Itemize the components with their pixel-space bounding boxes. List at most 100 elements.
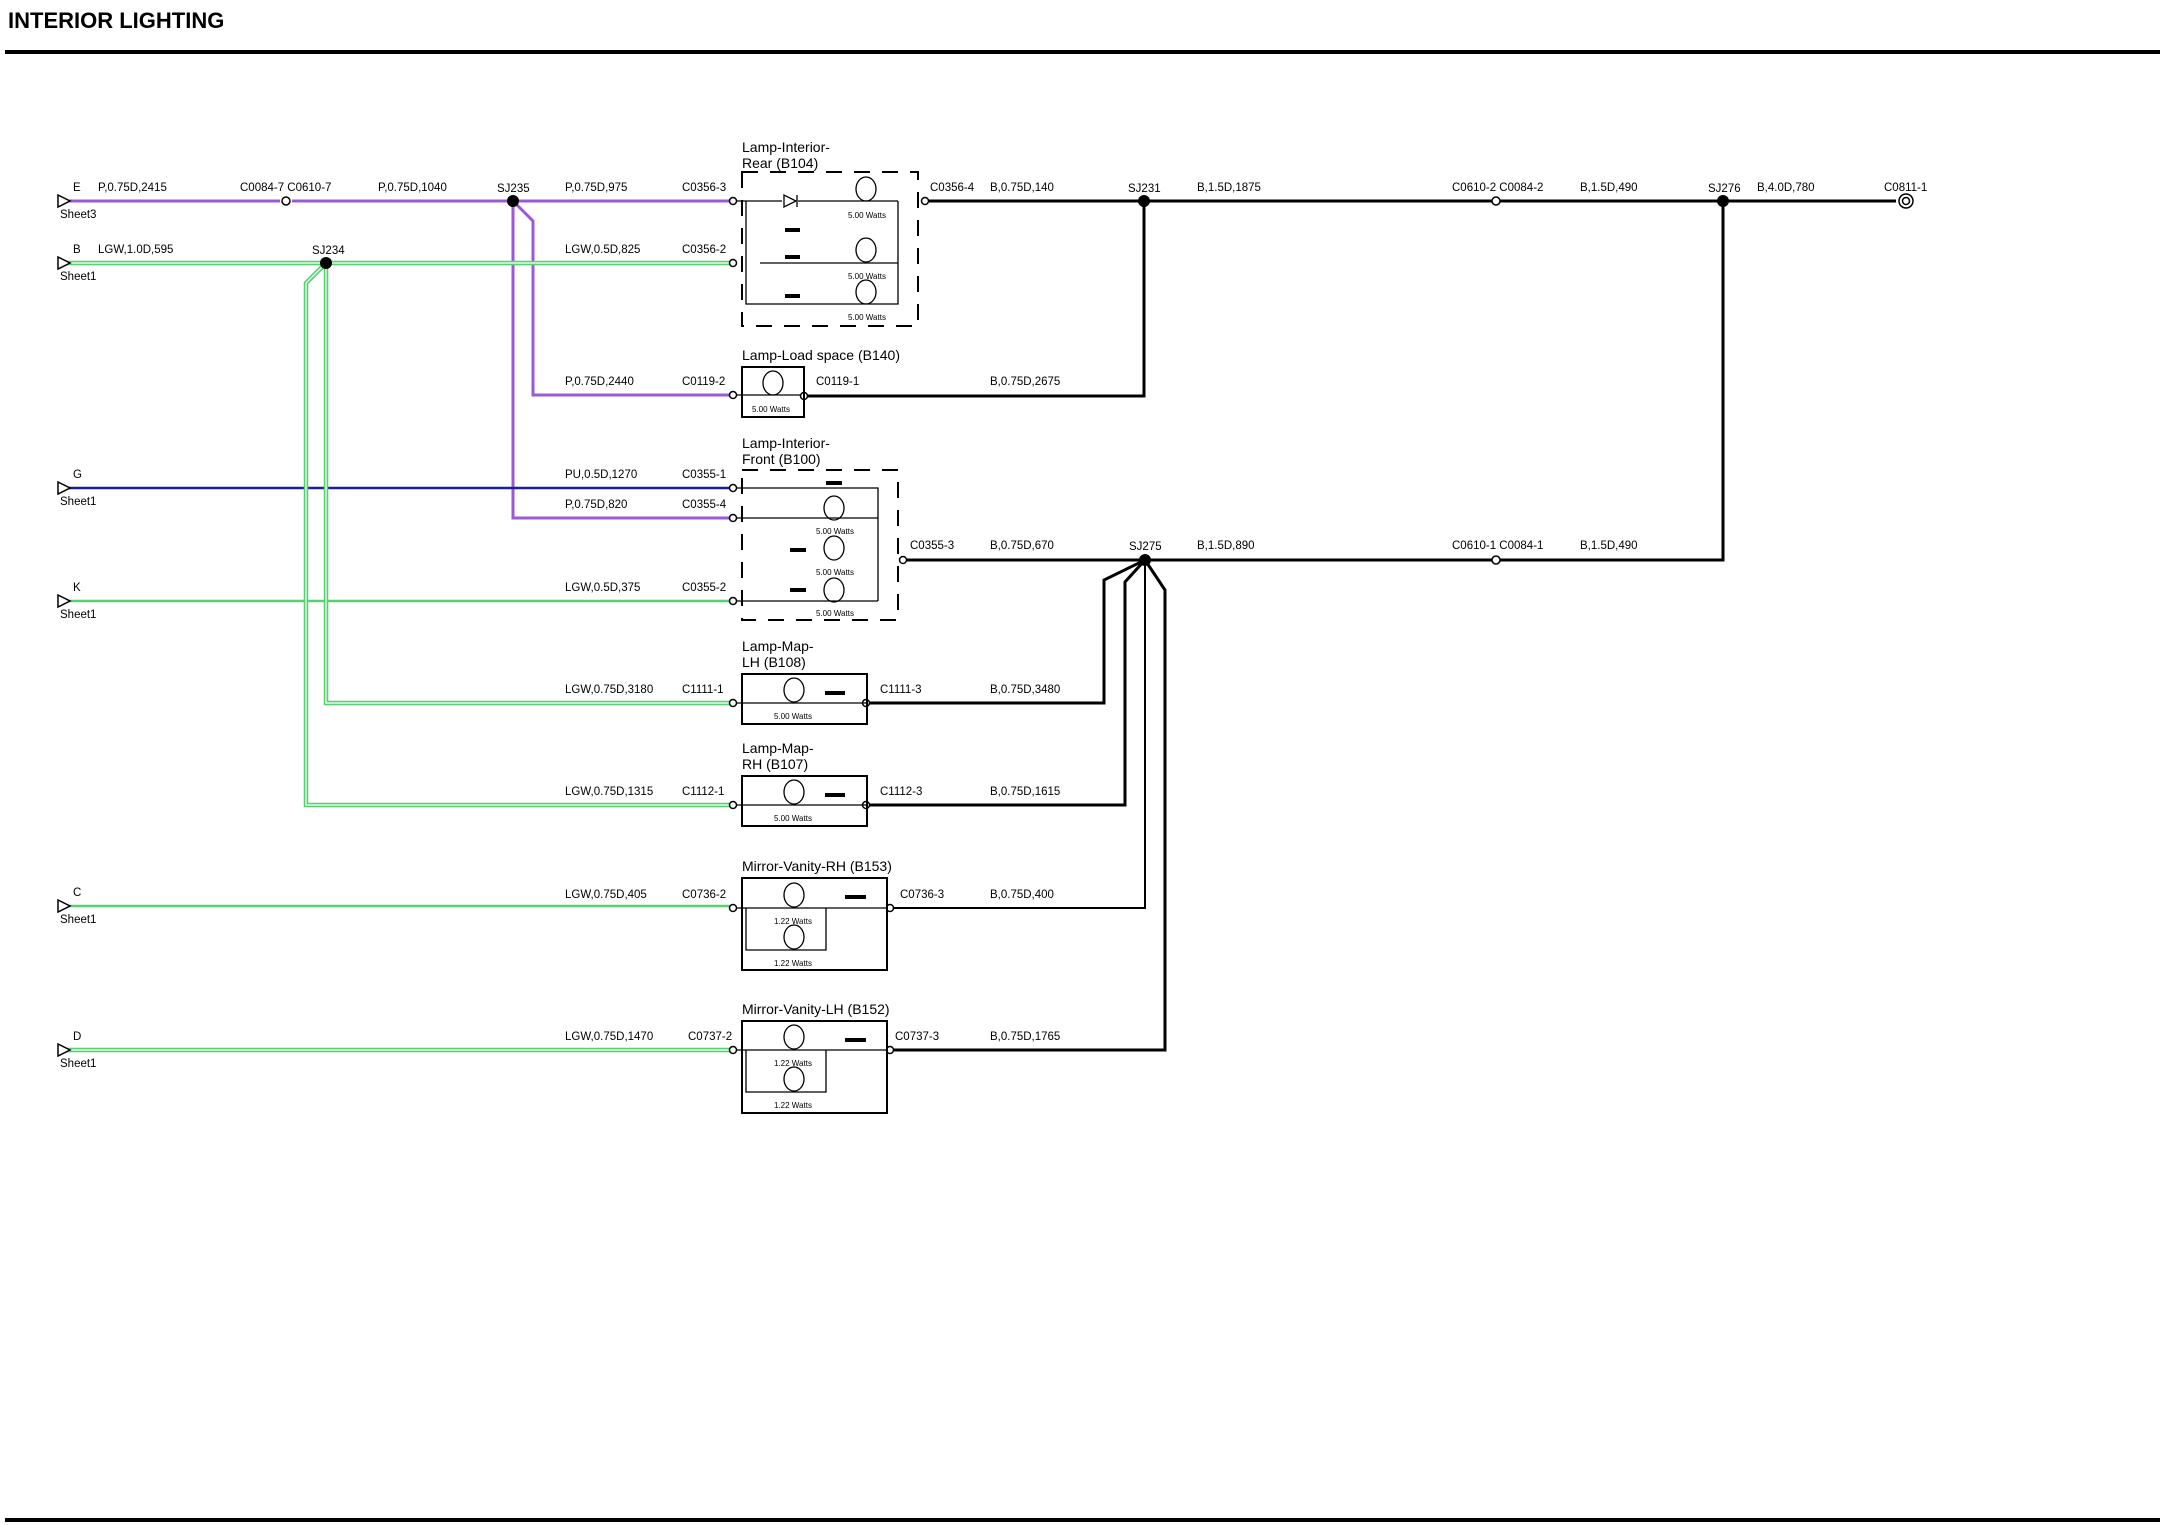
watt-label: 1.22 Watts — [774, 959, 812, 968]
wire-green-inner — [60, 262, 730, 1051]
component-labels: Lamp-Interior-Rear (B104) Lamp-Load spac… — [742, 139, 900, 1017]
connector-label: C0736-2 — [682, 889, 726, 901]
wire-label: LGW,0.75D,405 — [565, 889, 647, 901]
offpage-letter: E — [73, 182, 81, 194]
watt-label: 5.00 Watts — [816, 609, 854, 618]
connector-labels: C0084-7 C0610-7 C0356-3 C0356-2 C0356-4 … — [240, 182, 1927, 1043]
offpage-sheet: Sheet3 — [60, 209, 96, 221]
wire-label: B,1.5D,490 — [1580, 182, 1638, 194]
component-label: Lamp-Map-RH (B107) — [742, 740, 814, 772]
offpage-sheet: Sheet1 — [60, 1058, 96, 1070]
wire-label: P,0.75D,820 — [565, 499, 627, 511]
splice-label: SJ234 — [312, 245, 345, 257]
connector-label: C0356-2 — [682, 244, 726, 256]
splice-label: SJ276 — [1708, 183, 1741, 195]
component-label: Lamp-Load space (B140) — [742, 347, 900, 363]
offpage-letter: B — [73, 244, 81, 256]
splice-dots — [320, 195, 1729, 566]
offpage-letter: K — [73, 582, 81, 594]
offpage-letter: D — [73, 1031, 81, 1043]
splice-label: SJ231 — [1128, 183, 1161, 195]
watt-label: 5.00 Watts — [816, 568, 854, 577]
connector-label: C0736-3 — [900, 889, 944, 901]
wire-label: B,1.5D,1875 — [1197, 182, 1261, 194]
splice-labels: SJ235 SJ234 SJ231 SJ275 SJ276 — [312, 183, 1741, 553]
splice-label: SJ275 — [1129, 541, 1162, 553]
component-boxes — [741, 171, 919, 1114]
watt-label: 5.00 Watts — [774, 814, 812, 823]
wire-label: B,0.75D,140 — [990, 182, 1054, 194]
connector-label: C0084-7 C0610-7 — [240, 182, 331, 194]
offpage-letter: G — [73, 469, 82, 481]
wire-label: B,0.75D,1765 — [990, 1031, 1060, 1043]
wire-label: LGW,0.5D,375 — [565, 582, 640, 594]
connector-terminals — [281, 193, 1914, 1055]
connector-label: C0355-3 — [910, 540, 954, 552]
component-label: Lamp-Map-LH (B108) — [742, 638, 814, 670]
wire-label: LGW,0.75D,1315 — [565, 786, 653, 798]
connector-label: C0356-3 — [682, 182, 726, 194]
wire-label: B,0.75D,2675 — [990, 376, 1060, 388]
connector-label: C0811-1 — [1884, 182, 1927, 194]
wire-label: P,0.75D,2440 — [565, 376, 634, 388]
wire-label: LGW,0.75D,1470 — [565, 1031, 653, 1043]
wire-label: B,1.5D,490 — [1580, 540, 1638, 552]
connector-label: C0355-4 — [682, 499, 727, 511]
offpage-letter: C — [73, 887, 81, 899]
connector-label: C1112-3 — [880, 786, 922, 798]
component-label: Lamp-Interior-Rear (B104) — [742, 139, 830, 171]
watt-label: 1.22 Watts — [774, 1059, 812, 1068]
page-title: INTERIOR LIGHTING — [8, 8, 224, 33]
wire-label: B,0.75D,670 — [990, 540, 1054, 552]
wire-label: P,0.75D,1040 — [378, 182, 447, 194]
wire-label: LGW,1.0D,595 — [98, 244, 173, 256]
watt-label: 1.22 Watts — [774, 1101, 812, 1110]
watt-labels: 5.00 Watts 5.00 Watts 5.00 Watts 5.00 Wa… — [752, 211, 886, 1110]
wire-purple — [60, 199, 730, 520]
connector-label: C0610-1 C0084-1 — [1452, 540, 1543, 552]
wire-label: LGW,0.5D,825 — [565, 244, 640, 256]
connector-label: C0119-1 — [816, 376, 859, 388]
offpage-sheet: Sheet1 — [60, 271, 96, 283]
connector-label: C0355-1 — [682, 469, 726, 481]
component-label: Mirror-Vanity-LH (B152) — [742, 1001, 890, 1017]
wire-label: P,0.75D,975 — [565, 182, 627, 194]
lamp-symbols — [736, 176, 899, 1093]
connector-label: C0356-4 — [930, 182, 975, 194]
wire-label: PU,0.5D,1270 — [565, 469, 637, 481]
offpage-sheet: Sheet1 — [60, 914, 96, 926]
watt-label: 5.00 Watts — [774, 712, 812, 721]
watt-label: 5.00 Watts — [848, 313, 886, 322]
wire-label: B,0.75D,1615 — [990, 786, 1060, 798]
offpage-sheet: Sheet1 — [60, 496, 96, 508]
wire-label: B,4.0D,780 — [1757, 182, 1815, 194]
connector-label: C1112-1 — [682, 786, 724, 798]
wire-labels: P,0.75D,2415 P,0.75D,1040 P,0.75D,975 B,… — [98, 182, 1815, 1043]
watt-label: 5.00 Watts — [848, 272, 886, 281]
off-page-labels: E Sheet3 B Sheet1 G Sheet1 K Sheet1 C Sh… — [60, 182, 96, 1070]
connector-label: C0119-2 — [682, 376, 725, 388]
wire-label: P,0.75D,2415 — [98, 182, 167, 194]
off-page-arrows — [57, 193, 72, 1058]
wire-label: B,0.75D,3480 — [990, 684, 1060, 696]
component-label: Lamp-Interior-Front (B100) — [742, 435, 830, 467]
wire-label: B,1.5D,890 — [1197, 540, 1255, 552]
wire-label: LGW,0.75D,3180 — [565, 684, 653, 696]
watt-label: 1.22 Watts — [774, 917, 812, 926]
connector-label: C0737-2 — [688, 1031, 732, 1043]
connector-label: C0737-3 — [895, 1031, 939, 1043]
watt-label: 5.00 Watts — [752, 405, 790, 414]
component-label: Mirror-Vanity-RH (B153) — [742, 858, 892, 874]
wire-label: B,0.75D,400 — [990, 889, 1054, 901]
connector-label: C0355-2 — [682, 582, 726, 594]
wire-black — [808, 199, 1896, 1052]
watt-label: 5.00 Watts — [848, 211, 886, 220]
connector-label: C1111-1 — [682, 684, 724, 696]
splice-label: SJ235 — [497, 183, 530, 195]
connector-label: C1111-3 — [880, 684, 922, 696]
connector-label: C0610-2 C0084-2 — [1452, 182, 1543, 194]
offpage-sheet: Sheet1 — [60, 609, 96, 621]
watt-label: 5.00 Watts — [816, 527, 854, 536]
